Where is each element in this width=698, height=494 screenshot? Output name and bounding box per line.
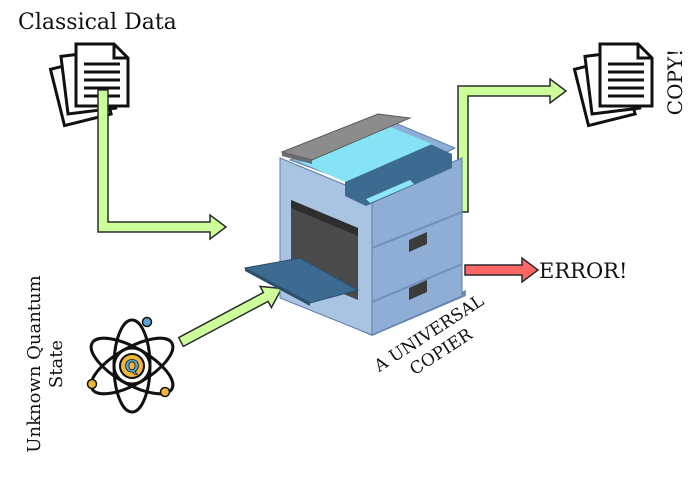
copier-icon xyxy=(243,113,466,336)
copy-label: COPY! xyxy=(663,49,687,115)
atom-icon: Q xyxy=(86,316,175,414)
atom-letter: Q xyxy=(125,357,139,377)
error-label: ERROR! xyxy=(539,259,627,283)
unknown-state-line2: State xyxy=(46,340,67,388)
unknown-state-label: Unknown Quantum State xyxy=(24,275,67,452)
classical-input-arrow xyxy=(97,89,228,241)
quantum-input-arrow xyxy=(177,285,283,348)
unknown-state-line1: Unknown Quantum xyxy=(24,275,45,452)
classical-data-label: Classical Data xyxy=(18,10,177,35)
copy-output-arrow xyxy=(457,77,568,213)
error-output-arrow xyxy=(464,256,540,284)
documents-copy-icon xyxy=(572,42,654,128)
documents-icon xyxy=(48,42,130,128)
